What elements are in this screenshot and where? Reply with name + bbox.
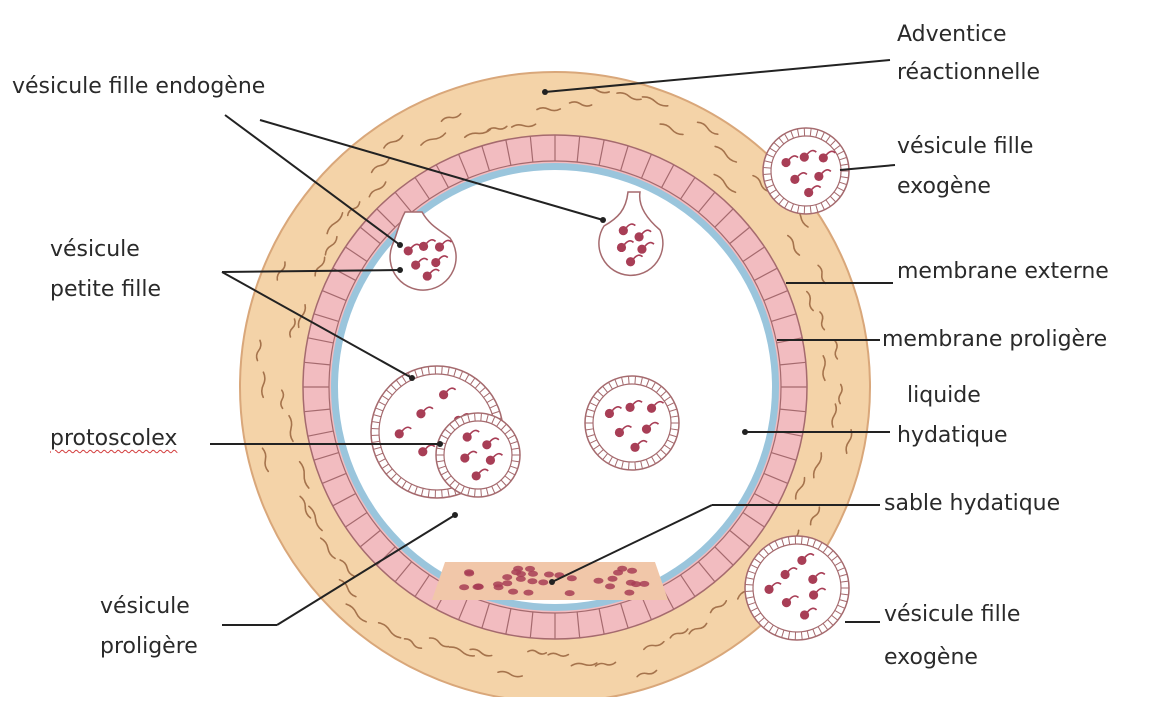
label-vesicule-fille-exogene-top-line2: exogène	[897, 172, 991, 202]
vesicule-proligere-cell-wall	[442, 366, 443, 374]
label-vesicule-fille-exogene-bottom-line1: vésicule fille	[884, 600, 1020, 630]
leader-adventice-tip	[542, 89, 548, 95]
sable-particle	[473, 583, 483, 589]
vesicule-petite-fille-cell-wall	[475, 413, 476, 421]
leader-petite-fille-a-tip	[397, 267, 403, 273]
label-membrane-proligere: membrane proligère	[882, 325, 1107, 355]
sable-particle	[527, 578, 537, 584]
label-liquide-hydatique-line2: hydatique	[897, 421, 1008, 451]
label-membrane-externe: membrane externe	[897, 257, 1109, 287]
sable-particle	[593, 578, 603, 584]
label-vesicule-fille-exogene-top-line1: vésicule fille	[897, 132, 1033, 162]
label-vesicule-petite-fille-line1: vésicule	[50, 235, 140, 265]
sable-particle	[627, 568, 637, 574]
vesicule-petite-fille-cell-wall	[475, 489, 476, 497]
sable-particle	[538, 579, 548, 585]
vesicule-fille-libre-cell-wall	[635, 376, 636, 384]
label-vesicule-petite-fille-line2: petite fille	[50, 275, 161, 305]
label-vesicule-proligere-line2: proligère	[100, 632, 198, 662]
label-vesicule-fille-exogene-bottom-line2: exogène	[884, 643, 978, 673]
label-vesicule-fille-endogene: vésicule fille endogène	[12, 72, 265, 102]
vesicule-fille-libre-cell-wall	[628, 376, 629, 384]
leader-sable-b-tip	[549, 579, 555, 585]
leader-liquide-tip	[742, 429, 748, 435]
vesicule-proligere-cell-wall	[442, 490, 443, 498]
leader-endogene-left-tip	[397, 242, 403, 248]
sable-particle	[525, 566, 535, 572]
sable-particle	[608, 576, 618, 582]
sable-particle	[493, 581, 503, 587]
label-sable-hydatique: sable hydatique	[884, 489, 1060, 519]
sable-particle	[502, 580, 512, 586]
sable-particle	[544, 572, 554, 578]
sable-particle	[502, 574, 512, 580]
sable-particle	[508, 589, 518, 595]
sable-particle	[567, 575, 577, 581]
leader-endogene-right-tip	[600, 217, 606, 223]
label-liquide-hydatique-line1: liquide	[907, 381, 981, 411]
sable-particle	[523, 590, 533, 596]
vesicule-fille-exogene-bottom-cell-wall	[745, 585, 753, 586]
label-vesicule-proligere-line1: vésicule	[100, 592, 190, 622]
leader-protoscolex-tip	[437, 441, 443, 447]
vesicule-fille-libre-cell-wall	[628, 462, 629, 470]
label-adventice-line2: réactionnelle	[897, 58, 1040, 88]
vesicule-fille-exogene-top-cell-wall	[763, 168, 771, 169]
leader-proligere-b-tip	[452, 512, 458, 518]
leader-petite-fille-b-tip	[409, 375, 415, 381]
sable-particle	[639, 581, 649, 587]
sable-particle	[511, 569, 521, 575]
sable-particle	[464, 570, 474, 576]
sable-particle	[565, 590, 575, 596]
sable-particle	[605, 583, 615, 589]
label-protoscolex: protoscolex	[50, 424, 177, 454]
sable-particle	[624, 590, 634, 596]
label-adventice-line1: Adventice	[897, 20, 1007, 50]
vesicule-fille-libre-cell-wall	[635, 462, 636, 470]
vesicule-petite-fille-cell-wall	[481, 489, 482, 497]
vesicule-petite-fille-cell-wall	[481, 413, 482, 421]
vesicule-fille-exogene-bottom-cell-wall	[745, 591, 753, 592]
sable-particle	[459, 584, 469, 590]
vesicule-fille-exogene-top-cell-wall	[763, 174, 771, 175]
sable-particle	[617, 566, 627, 572]
